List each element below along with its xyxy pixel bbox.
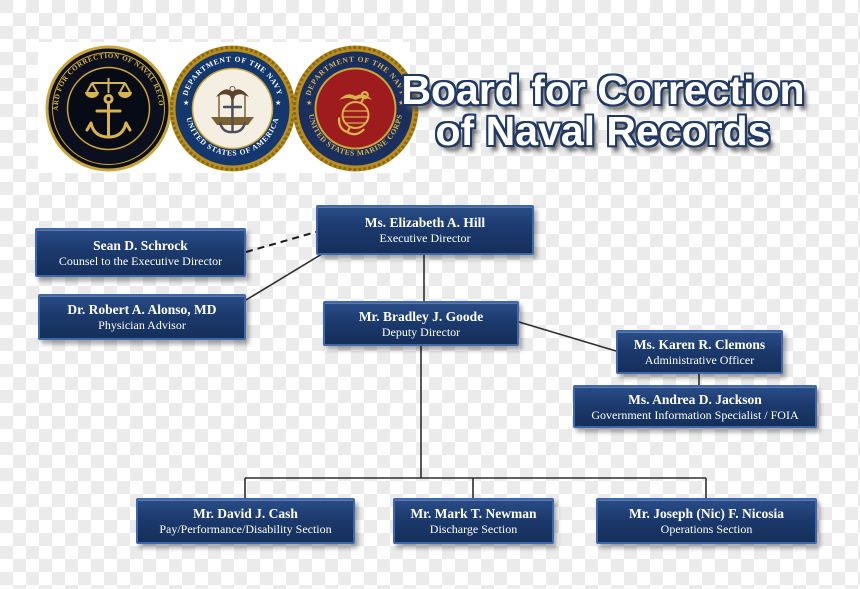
person-title: Administrative Officer [644,353,755,367]
person-name: Ms. Andrea D. Jackson [628,391,762,407]
navy-seal-icon: DEPARTMENT OF THE NAVY UNITED STATES OF … [169,45,296,172]
person-name: Ms. Karen R. Clemons [633,337,766,352]
person-title: Counsel to the Executive Director [58,253,223,268]
connector-alonso-hill [245,253,323,301]
org-node-deputy-director: Mr. Bradley J. Goode Deputy Director [323,301,519,346]
org-node-counsel: Sean D. Schrock Counsel to the Executive… [35,228,246,277]
page-title: Board for Correction of Naval Records [380,70,826,152]
person-title: Government Information Specialist / FOIA [591,407,799,422]
eagle-globe-anchor-icon [337,90,372,136]
person-name: Mr. David J. Cash [193,506,298,521]
navy-seal-star-right: ★ [275,99,281,107]
anchor-icon [85,94,132,139]
scales-of-justice-icon [85,78,132,98]
person-name: Ms. Elizabeth A. Hill [364,215,486,230]
org-node-operations-section: Mr. Joseph (Nic) F. Nicosia Operations S… [596,498,817,544]
bcnr-seal-icon: BOARD FOR CORRECTION OF NAVAL RECORDS [45,45,172,172]
page-title-line1: Board for Correction [401,67,805,113]
page-title-line2: of Naval Records [435,108,771,154]
connector-goode-clemons [518,321,617,352]
eagle-anchor-icon [216,86,249,134]
person-title: Physician Advisor [98,318,186,332]
connector-schrock-hill-dashed [245,231,317,253]
org-node-physician-advisor: Dr. Robert A. Alonso, MD Physician Advis… [38,294,246,340]
usmc-seal-icon: DEPARTMENT OF THE NAVY UNITED STATES MAR… [292,45,419,172]
navy-seal-star-left: ★ [183,99,189,107]
person-title: Operations Section [660,522,753,536]
person-name: Sean D. Schrock [93,237,188,253]
person-name: Dr. Robert A. Alonso, MD [67,302,217,317]
person-title: Executive Director [379,231,471,245]
org-node-foia-specialist: Ms. Andrea D. Jackson Government Informa… [573,385,817,428]
org-node-executive-director: Ms. Elizabeth A. Hill Executive Director [316,205,534,255]
usmc-seal-star-right: ★ [398,99,404,107]
person-title: Deputy Director [381,324,461,339]
person-name: Mr. Joseph (Nic) F. Nicosia [629,506,784,521]
person-name: Mr. Mark T. Newman [410,506,537,521]
org-node-administrative-officer: Ms. Karen R. Clemons Administrative Offi… [616,330,783,374]
org-node-discharge-section: Mr. Mark T. Newman Discharge Section [393,498,554,544]
person-title: Pay/Performance/Disability Section [159,522,332,536]
person-name: Mr. Bradley J. Goode [358,308,484,324]
person-title: Discharge Section [429,522,518,536]
org-node-pay-performance-disability-section: Mr. David J. Cash Pay/Performance/Disabi… [136,498,355,544]
usmc-seal-star-left: ★ [306,99,312,107]
